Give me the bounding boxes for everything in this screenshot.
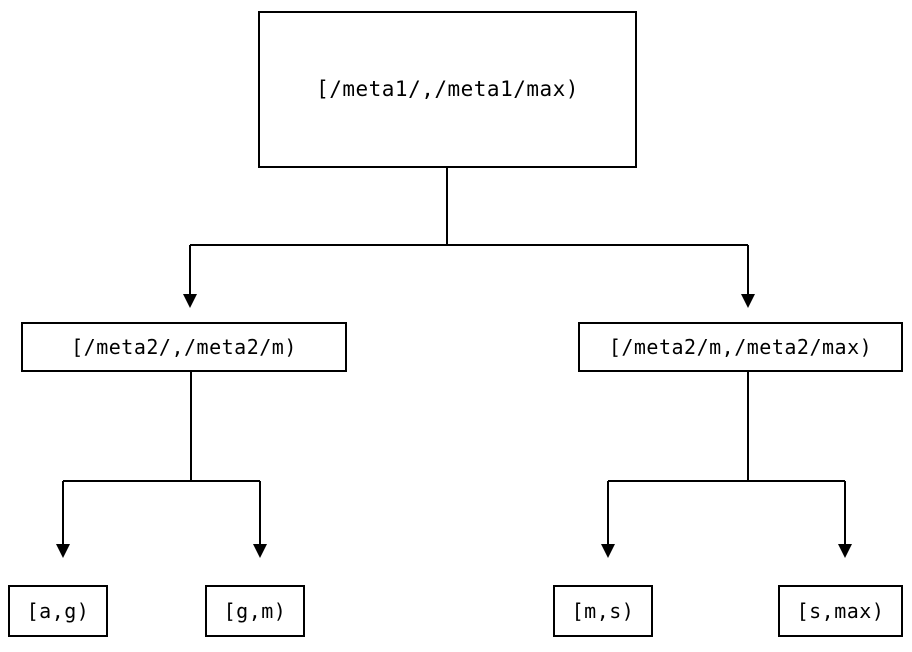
node-leaf-smax[interactable]: [s,max) bbox=[778, 585, 903, 637]
arrowhead-mid-right bbox=[741, 294, 755, 308]
arrowhead-leaf-gm bbox=[253, 544, 267, 558]
node-leaf-ag-label: [a,g) bbox=[26, 599, 90, 623]
node-leaf-ag[interactable]: [a,g) bbox=[8, 585, 108, 637]
arrowhead-leaf-smax bbox=[838, 544, 852, 558]
node-mid-left[interactable]: [/meta2/,/meta2/m) bbox=[21, 322, 347, 372]
node-leaf-smax-label: [s,max) bbox=[796, 599, 885, 623]
node-mid-left-label: [/meta2/,/meta2/m) bbox=[71, 335, 297, 359]
node-leaf-gm[interactable]: [g,m) bbox=[205, 585, 305, 637]
arrowhead-mid-left bbox=[183, 294, 197, 308]
node-mid-right[interactable]: [/meta2/m,/meta2/max) bbox=[578, 322, 903, 372]
node-root[interactable]: [/meta1/,/meta1/max) bbox=[258, 11, 637, 168]
node-leaf-ms[interactable]: [m,s) bbox=[553, 585, 653, 637]
node-root-label: [/meta1/,/meta1/max) bbox=[316, 77, 579, 101]
node-leaf-gm-label: [g,m) bbox=[223, 599, 287, 623]
node-leaf-ms-label: [m,s) bbox=[571, 599, 635, 623]
arrowhead-leaf-ms bbox=[601, 544, 615, 558]
node-mid-right-label: [/meta2/m,/meta2/max) bbox=[608, 335, 873, 359]
arrowhead-leaf-ag bbox=[56, 544, 70, 558]
